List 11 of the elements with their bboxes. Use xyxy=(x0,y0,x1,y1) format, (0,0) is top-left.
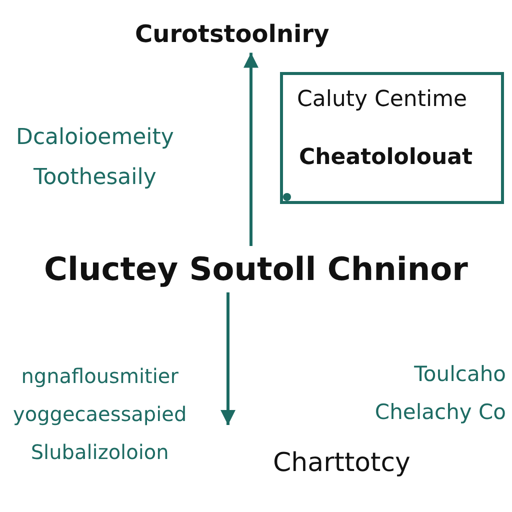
arrow xyxy=(220,292,236,425)
label-text: Toulcaho Chelachy Co xyxy=(374,361,506,426)
body-text: Cheatololouat xyxy=(299,145,473,172)
label-text: Dcaloioemeity Toothesaily xyxy=(16,124,174,192)
node-text: Curotstoolniry xyxy=(135,20,330,49)
node-text: Cluctey Soutoll Chninor xyxy=(44,250,468,288)
arrow xyxy=(244,52,258,246)
heading-text: Caluty Centime xyxy=(297,87,468,114)
label-text: ngnaflousmitier yoggecaessapied Slubalizoloion xyxy=(13,363,187,466)
outlined-box xyxy=(280,72,504,204)
label-text: Charttotcy xyxy=(273,447,410,480)
